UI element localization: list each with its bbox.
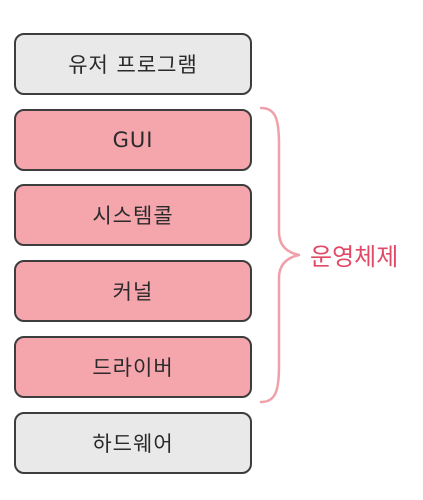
layer-label: 커널 — [112, 280, 154, 304]
layer-system-call: 시스템콜 — [14, 184, 252, 246]
layer-user-program: 유저 프로그램 — [14, 33, 252, 95]
layer-label: 시스템콜 — [92, 204, 174, 228]
os-group-label: 운영체제 — [310, 243, 399, 271]
layer-hardware: 하드웨어 — [14, 412, 252, 474]
os-brace — [259, 106, 301, 404]
layer-label: GUI — [112, 128, 154, 152]
layer-driver: 드라이버 — [14, 336, 252, 398]
layer-gui: GUI — [14, 109, 252, 171]
layer-label: 하드웨어 — [92, 432, 174, 456]
layer-label: 드라이버 — [92, 356, 174, 380]
layer-label: 유저 프로그램 — [68, 53, 198, 77]
layer-kernel: 커널 — [14, 260, 252, 322]
